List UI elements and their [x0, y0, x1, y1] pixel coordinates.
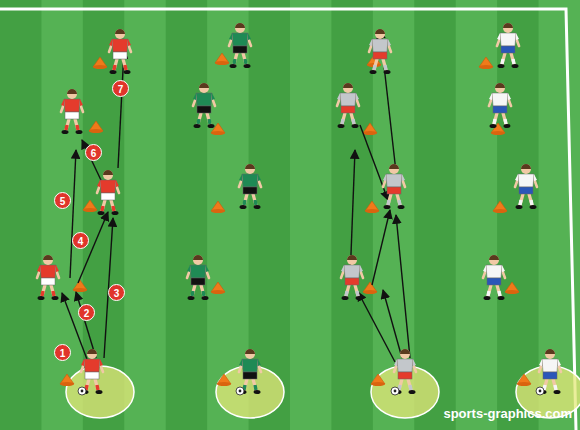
callout-number: 3: [108, 284, 125, 301]
cone-base: [211, 290, 225, 294]
movement-arrow: [358, 292, 395, 362]
player: [193, 83, 215, 128]
cone-base: [73, 288, 87, 292]
cone-base: [211, 209, 225, 213]
player: [383, 164, 405, 209]
cone-base: [493, 209, 507, 213]
ball: [391, 387, 399, 395]
player: [37, 255, 59, 300]
cone-base: [365, 209, 379, 213]
cone-base: [505, 290, 519, 294]
cone-base: [217, 382, 231, 386]
cone-base: [83, 208, 97, 212]
cone-base: [491, 131, 505, 135]
ball: [536, 387, 544, 395]
cone-base: [215, 61, 229, 65]
cone-base: [363, 290, 377, 294]
cone-base: [371, 382, 385, 386]
pitch-stripe: [124, 0, 166, 430]
pitch-stripe: [456, 0, 498, 430]
pitch-stripe: [41, 0, 83, 430]
player: [78, 349, 103, 395]
player: [239, 164, 261, 209]
cone-base: [60, 382, 74, 386]
watermark: sports-graphics.com: [443, 406, 572, 421]
player: [229, 23, 251, 68]
player: [489, 83, 511, 128]
player: [515, 164, 537, 209]
movement-arrow: [118, 50, 124, 168]
movement-arrow: [76, 292, 96, 358]
player: [369, 29, 391, 74]
pitch-stripe: [0, 0, 42, 430]
callout-number: 5: [54, 192, 71, 209]
player: [109, 29, 131, 74]
cone-base: [363, 131, 377, 135]
cone-base: [89, 129, 103, 133]
start-zone: [216, 366, 284, 418]
movement-arrow: [383, 290, 402, 358]
movement-arrow: [396, 215, 410, 358]
player: [187, 255, 209, 300]
movement-arrow: [360, 125, 388, 200]
pitch-stripe: [497, 0, 539, 430]
start-zone: [66, 366, 134, 418]
ball: [78, 387, 86, 395]
cone-base: [211, 131, 225, 135]
cone-base: [517, 382, 531, 386]
player: [236, 349, 261, 395]
player: [391, 349, 416, 395]
cone-base: [479, 65, 493, 69]
cone-base: [93, 65, 107, 69]
player: [483, 255, 505, 300]
callout-number: 6: [85, 144, 102, 161]
player: [497, 23, 519, 68]
callout-number: 7: [112, 80, 129, 97]
pitch-stripe: [414, 0, 456, 430]
callout-number: 1: [54, 344, 71, 361]
player: [536, 349, 561, 395]
movement-arrow: [372, 210, 390, 285]
pitch-stripe: [166, 0, 208, 430]
player: [341, 255, 363, 300]
start-zone: [371, 366, 439, 418]
callout-number: 2: [78, 304, 95, 321]
player: [61, 89, 83, 134]
player: [337, 83, 359, 128]
movement-arrow: [70, 150, 76, 278]
player: [97, 170, 119, 215]
callout-number: 4: [72, 232, 89, 249]
ball: [236, 387, 244, 395]
pitch-stripe: [290, 0, 332, 430]
pitch-line: [0, 9, 576, 430]
